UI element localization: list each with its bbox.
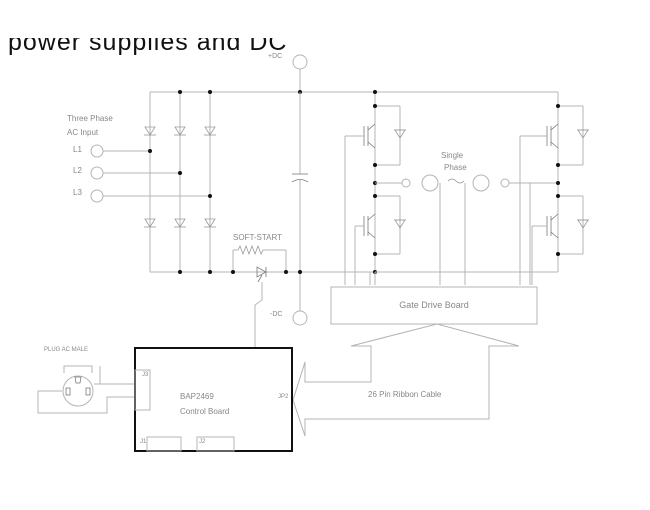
jumper-j3: J3: [142, 372, 149, 378]
control-board: J3 BAP2469 Control Board JP2 J1 J2: [134, 347, 293, 452]
control-board-subtitle: Control Board: [180, 407, 229, 416]
phase-label-l1: L1: [73, 145, 82, 154]
jumper-j2: J2: [199, 439, 206, 445]
control-board-name: BAP2469: [180, 392, 214, 401]
jumper-jp2: JP2: [278, 394, 289, 400]
inverter-right-leg: [464, 92, 589, 285]
page-heading: power supplies and DC: [8, 28, 288, 56]
input-title-line2: AC Input: [67, 128, 99, 137]
terminal-l1: [90, 144, 104, 158]
rectifier-bridge: [144, 90, 558, 274]
gate-drive-label: Gate Drive Board: [399, 300, 469, 310]
phase-input-l3: L3: [73, 188, 210, 203]
output-title-line1: Single: [441, 151, 464, 160]
gate-drive-board: Gate Drive Board: [330, 286, 538, 325]
igbt-switch: [531, 213, 559, 285]
phase-label-l3: L3: [73, 188, 82, 197]
minus-dc-terminal: -DC: [270, 310, 308, 326]
soft-start-label: SOFT-START: [233, 233, 282, 242]
phase-input-l1: L1: [73, 144, 150, 158]
terminal-l2: [90, 166, 104, 180]
terminal-l3: [90, 189, 104, 203]
ribbon-cable-arrow: 26 Pin Ribbon Cable: [292, 323, 520, 437]
output-title-line2: Phase: [444, 163, 467, 172]
igbt-switch: [519, 123, 559, 285]
jumper-j1: J1: [140, 439, 147, 445]
plus-dc-label: +DC: [268, 53, 282, 60]
single-phase-output: Single Phase: [401, 151, 530, 192]
soft-start-circuit: SOFT-START: [231, 233, 288, 348]
inverter-left-leg: [344, 90, 530, 285]
plug-label: PLUG AC MALE: [44, 347, 88, 353]
dc-link-capacitor: [291, 92, 309, 311]
phase-label-l2: L2: [73, 166, 82, 175]
igbt-switch: [344, 123, 376, 285]
phase-input-l2: L2: [73, 166, 180, 180]
ac-plug: PLUG AC MALE: [37, 347, 136, 414]
plus-dc-terminal: +DC: [268, 53, 308, 94]
input-title-line1: Three Phase: [67, 114, 113, 123]
igbt-switch: [354, 213, 376, 285]
ribbon-cable-label: 26 Pin Ribbon Cable: [368, 390, 442, 399]
rectifier-diode: [144, 126, 216, 228]
minus-dc-label: -DC: [270, 311, 282, 318]
